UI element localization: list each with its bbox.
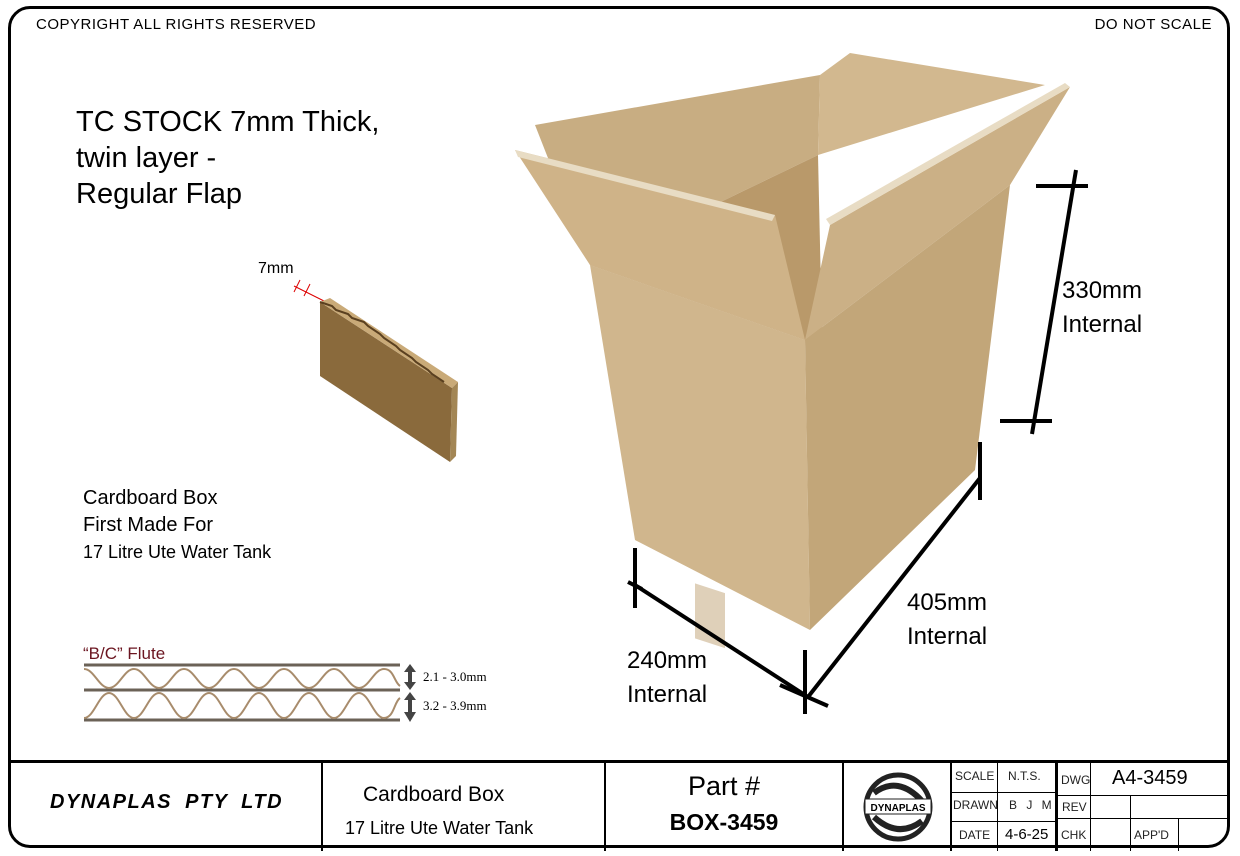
date-value: 4-6-25 — [1005, 826, 1049, 843]
description-cell: Cardboard Box 17 Litre Ute Water Tank — [323, 763, 606, 851]
scale-value: N.T.S. — [1008, 769, 1041, 783]
copyright-note: COPYRIGHT ALL RIGHTS RESERVED — [36, 16, 317, 33]
scale-drawn-date-cell: SCALE N.T.S. DRAWN B J M DATE 4-6-25 — [952, 763, 1058, 851]
description-line: Cardboard Box — [363, 783, 505, 806]
drawn-value: B J M — [1009, 798, 1052, 812]
dimension-value: 240mm — [627, 647, 708, 674]
dimension-value: 405mm — [907, 589, 988, 616]
title-block: DYNAPLAS PTY LTD Cardboard Box 17 Litre … — [8, 760, 1230, 851]
made-for-line: Cardboard Box — [83, 487, 218, 509]
dwg-rev-cell: DWG A4-3459 REV CHK APP'D — [1058, 763, 1230, 851]
title-line: twin layer - — [76, 142, 217, 174]
dwg-label: DWG — [1061, 773, 1091, 787]
part-label: Part # — [687, 771, 761, 801]
dimension-label: Internal — [907, 623, 988, 650]
title-line: Regular Flap — [76, 178, 243, 210]
sample-thickness-label: 7mm — [258, 260, 294, 277]
drawn-label: DRAWN — [953, 798, 998, 812]
cardboard-box-illustration — [515, 53, 1070, 649]
logo-cell: DYNAPLAS — [844, 763, 952, 851]
dimension-value: 330mm — [1062, 277, 1143, 304]
part-number: BOX-3459 — [669, 809, 779, 835]
svg-text:DYNAPLAS: DYNAPLAS — [870, 803, 925, 814]
made-for-note: Cardboard Box First Made For 17 Litre Ut… — [83, 485, 271, 566]
dimension-label: Internal — [627, 681, 708, 708]
part-cell: Part # BOX-3459 — [606, 763, 844, 851]
drawing-frame — [8, 6, 1230, 848]
flute-lower-range: 3.2 - 3.9mm — [423, 698, 487, 713]
dimension-lines — [627, 169, 1088, 714]
flute-label: “B/C” Flute — [83, 644, 166, 663]
scale-label: SCALE — [955, 769, 995, 783]
description-line: 17 Litre Ute Water Tank — [345, 818, 534, 838]
company-cell: DYNAPLAS PTY LTD — [8, 763, 323, 851]
chk-label: CHK — [1061, 828, 1087, 842]
made-for-line: First Made For — [83, 514, 214, 536]
dwg-number: A4-3459 — [1112, 767, 1188, 789]
flute-diagram — [84, 663, 401, 722]
flute-upper-range: 2.1 - 3.0mm — [423, 669, 487, 684]
company-name: DYNAPLAS PTY LTD — [50, 791, 284, 813]
cardboard-sample-illustration — [293, 279, 458, 462]
do-not-scale-note: DO NOT SCALE — [1094, 16, 1212, 33]
flute-arrows-icon — [404, 664, 416, 722]
dimension-label: Internal — [1062, 311, 1143, 338]
drawing-title: TC STOCK 7mm Thick, twin layer - Regular… — [76, 104, 379, 212]
date-label: DATE — [959, 828, 991, 842]
dynaplas-logo: DYNAPLAS — [863, 772, 933, 842]
made-for-line: 17 Litre Ute Water Tank — [83, 542, 272, 562]
title-line: TC STOCK 7mm Thick, — [76, 106, 380, 138]
appd-label: APP'D — [1134, 828, 1169, 842]
rev-label: REV — [1062, 800, 1087, 814]
